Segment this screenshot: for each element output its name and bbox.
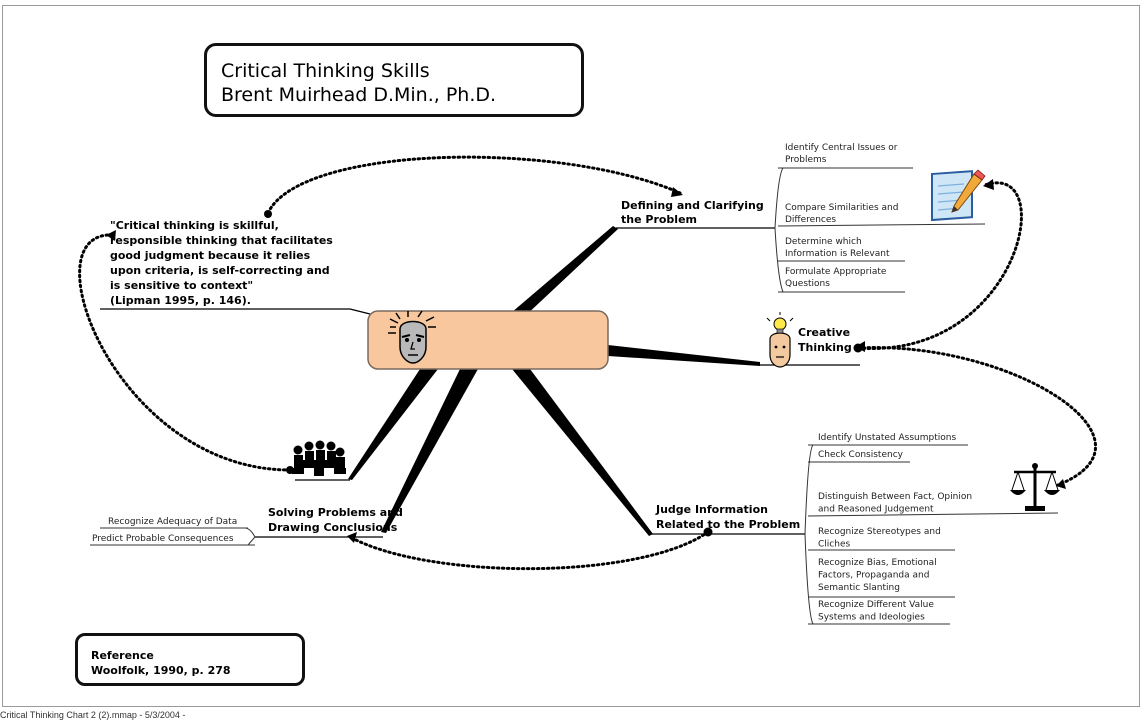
- quote-line: (Lipman 1995, p. 146).: [110, 294, 251, 307]
- topic-lines: [100, 227, 860, 538]
- head-thinking-icon: [388, 310, 436, 364]
- arrow-creative-to-notepad: [856, 181, 1023, 350]
- defining-item[interactable]: Differences: [785, 215, 836, 225]
- defining-item[interactable]: Information is Relevant: [785, 249, 890, 259]
- defining-item[interactable]: Formulate Appropriate: [785, 267, 887, 277]
- defining-bracket-lower: [774, 227, 784, 293]
- judge-label-line: Judge Information: [655, 503, 768, 516]
- title-line-2: Brent Muirhead D.Min., Ph.D.: [221, 84, 497, 106]
- solving-item[interactable]: Recognize Adequacy of Data: [108, 517, 237, 527]
- judge-item[interactable]: Identify Unstated Assumptions: [818, 433, 956, 443]
- solving-item[interactable]: Predict Probable Consequences: [92, 534, 234, 544]
- defining-item[interactable]: Identify Central Issues or: [785, 143, 898, 153]
- center-node[interactable]: [367, 310, 609, 370]
- judge-item[interactable]: Recognize Bias, Emotional: [818, 558, 937, 568]
- arrow-quote-to-defining: [266, 155, 682, 215]
- reference-box: Reference Woolfolk, 1990, p. 278: [75, 633, 305, 686]
- notepad-pencil-icon: [931, 169, 986, 222]
- quote-line: good judgment because it relies: [110, 249, 311, 262]
- judge-bracket-lower: [804, 533, 814, 625]
- solving-label-line: Drawing Conclusions: [268, 521, 398, 534]
- creative-label-line: Thinking: [798, 341, 852, 354]
- judge-item[interactable]: and Reasoned Judgement: [818, 505, 934, 515]
- creative-label-line: Creative: [798, 326, 850, 339]
- arrow-anchors: [264, 210, 863, 537]
- branch-team-wedge: [348, 369, 438, 480]
- branch-judge-wedge: [512, 369, 653, 536]
- judge-item[interactable]: Systems and Ideologies: [818, 613, 925, 623]
- defining-label-line: the Problem: [621, 213, 697, 226]
- judge-item[interactable]: Recognize Different Value: [818, 600, 934, 610]
- quote-text: "Critical thinking is skillful, responsib…: [110, 219, 333, 307]
- judge-item[interactable]: Recognize Stereotypes and: [818, 527, 941, 537]
- quote-line: responsible thinking that facilitates: [110, 234, 333, 247]
- defining-label-line: Defining and Clarifying: [621, 199, 764, 212]
- judge-item[interactable]: Factors, Propaganda and: [818, 571, 929, 581]
- judge-item[interactable]: Distinguish Between Fact, Opinion: [818, 492, 972, 502]
- lightbulb-head-icon: [766, 312, 794, 368]
- judge-item[interactable]: Check Consistency: [818, 450, 904, 460]
- title-line-1: Critical Thinking Skills: [221, 60, 430, 82]
- solving-bracket: [244, 527, 256, 538]
- judge-bracket: [804, 444, 814, 535]
- quote-connector: [349, 308, 371, 315]
- title-box: Critical Thinking Skills Brent Muirhead …: [204, 43, 584, 117]
- scales-icon: [1010, 463, 1060, 511]
- arrow-creative-to-scales: [856, 346, 1097, 487]
- arrow-judge-to-solving: [348, 530, 710, 571]
- quote-line: "Critical thinking is skillful,: [110, 219, 279, 232]
- sub-item-lines: [90, 167, 1059, 625]
- defining-bracket: [774, 167, 784, 229]
- arrow-heads: [106, 179, 1066, 543]
- defining-item[interactable]: Problems: [785, 155, 827, 165]
- defining-item[interactable]: Questions: [785, 279, 830, 289]
- footer-filename: Critical Thinking Chart 2 (2).mmap - 5/3…: [0, 710, 186, 720]
- solving-label-line: Solving Problems and: [268, 506, 403, 519]
- judge-item[interactable]: Cliches: [818, 540, 850, 550]
- relationship-arrows: [78, 155, 1097, 571]
- page-frame: [2, 5, 1140, 707]
- judge-item[interactable]: Semantic Slanting: [818, 583, 900, 593]
- reference-heading: Reference: [91, 649, 154, 662]
- judge-label-line: Related to the Problem: [656, 518, 800, 531]
- reference-citation: Woolfolk, 1990, p. 278: [91, 664, 231, 677]
- quote-line: is sensitive to context": [110, 279, 253, 292]
- branch-creative-wedge: [608, 345, 760, 366]
- defining-item[interactable]: Determine which: [785, 237, 862, 247]
- quote-line: upon criteria, is self-correcting and: [110, 264, 330, 277]
- arrow-team-to-quote: [78, 233, 292, 472]
- branch-solving-wedge: [381, 369, 478, 533]
- defining-item[interactable]: Compare Similarities and: [785, 203, 898, 213]
- main-branches: [348, 226, 760, 536]
- team-meeting-icon: [292, 440, 346, 476]
- branch-defining-wedge: [505, 226, 618, 318]
